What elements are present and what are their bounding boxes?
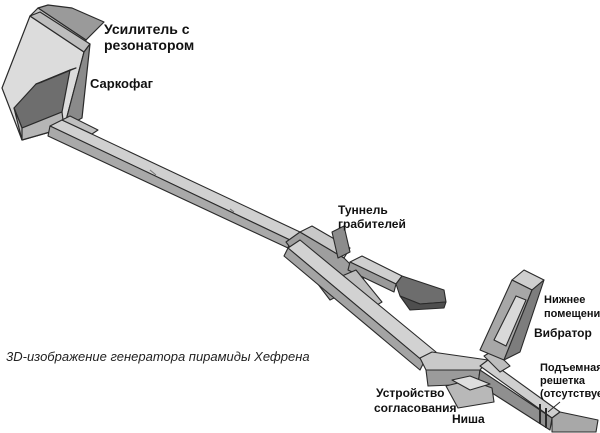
label-robbers-tunnel-line1: Туннель <box>338 203 388 217</box>
label-amplifier-line2: резонатором <box>104 37 194 53</box>
label-matching-device-line1: Устройство <box>376 386 444 400</box>
label-lower-room-line1: Нижнее <box>544 294 585 306</box>
label-niche: Ниша <box>452 412 485 426</box>
label-robbers-tunnel-line2: грабителей <box>338 217 406 231</box>
label-sarcophagus: Саркофаг <box>90 76 154 91</box>
label-portcullis-line1: Подъемная <box>540 362 600 374</box>
vibrator-inner <box>493 295 527 347</box>
portcullis-pointer <box>547 401 561 413</box>
label-portcullis-line2: решетка <box>540 375 586 387</box>
lower-passage-side <box>283 247 425 371</box>
label-lower-room-line2: помещение <box>544 308 600 320</box>
upper-chamber <box>1 4 105 141</box>
passage-mark <box>149 169 157 176</box>
descending-passage <box>47 115 301 249</box>
upper-chamber-side <box>63 43 91 129</box>
lower-passage <box>283 239 437 371</box>
label-portcullis-line3: (отсутствует) <box>540 388 600 400</box>
robbers-tunnel-end-shade <box>399 295 447 311</box>
robbers-tunnel-upper-side <box>347 261 397 293</box>
passage-mark <box>229 208 235 213</box>
matching-device-block <box>419 351 489 371</box>
niche-top <box>451 375 491 391</box>
passage-duct <box>61 115 99 135</box>
passage-top-face <box>49 119 301 241</box>
bottom-corridor <box>419 351 599 433</box>
lower-room <box>479 269 545 373</box>
passage-front-face <box>47 125 291 249</box>
label-amplifier-line1: Усилитель с <box>104 21 190 37</box>
junction-shaft <box>331 225 351 259</box>
corridor-end <box>551 411 599 433</box>
diagram-caption: 3D-изображение генератора пирамиды Хефре… <box>6 349 310 364</box>
label-vibrator: Вибратор <box>534 326 592 340</box>
upper-chamber-roof <box>37 4 105 41</box>
sarcophagus-block-top <box>35 67 77 85</box>
lower-room-side <box>503 279 545 361</box>
label-matching-device-line2: согласования <box>374 401 457 415</box>
